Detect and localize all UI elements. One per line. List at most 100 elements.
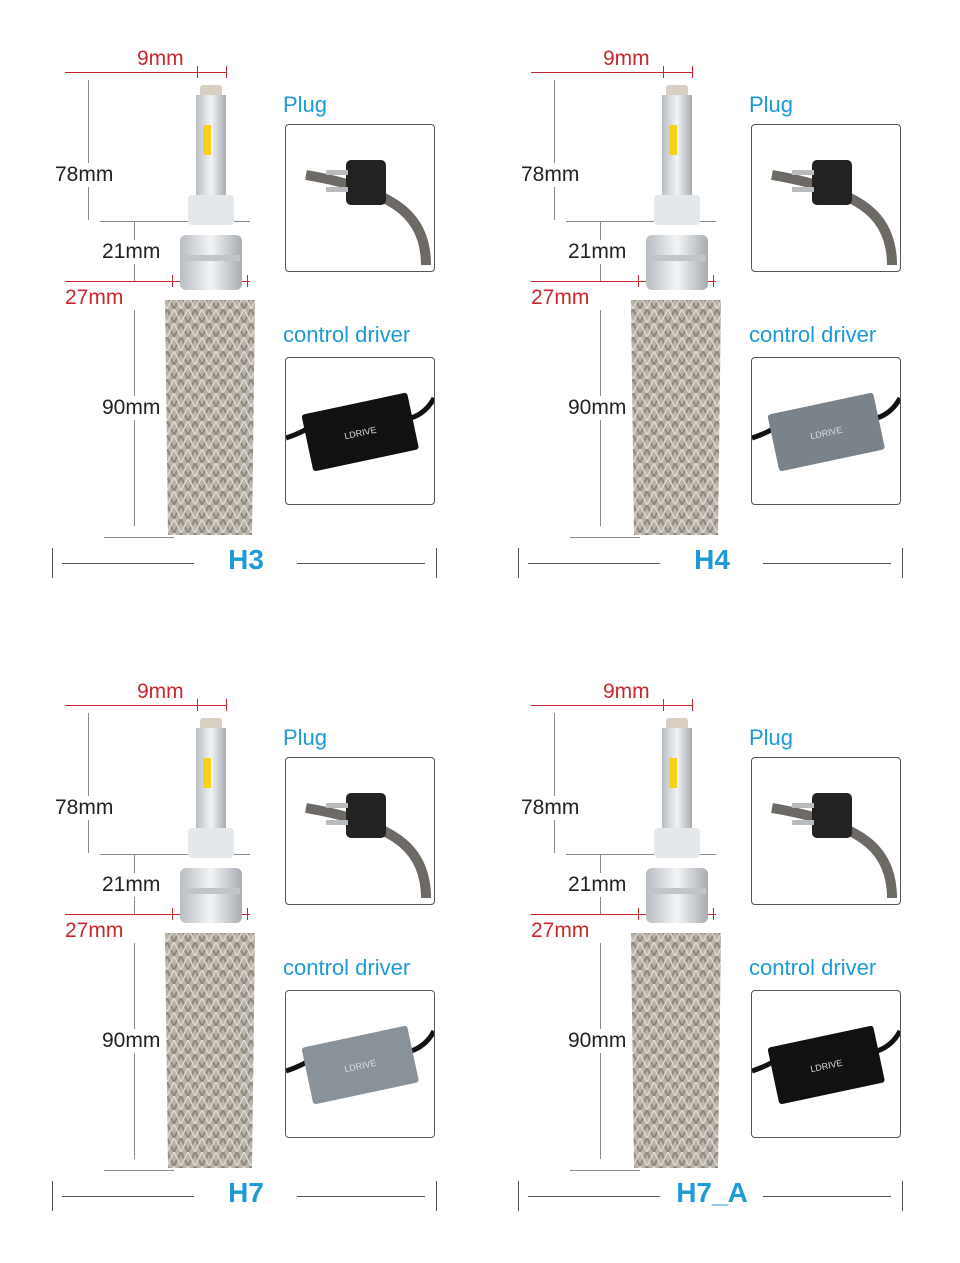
width-base-tick-left — [172, 275, 173, 287]
width-top-tick-left — [663, 699, 664, 711]
width-base-tick-right — [713, 908, 714, 920]
driver-image-box: LDRIVE — [285, 357, 435, 505]
name-line-right — [763, 563, 891, 564]
width-base-label: 27mm — [65, 919, 124, 942]
width-base-tick-left — [638, 275, 639, 287]
height-top-label: 78mm — [521, 163, 580, 187]
height-top-label: 78mm — [55, 796, 114, 820]
bulb-type-name: H7 — [228, 1177, 264, 1208]
height-top-label: 78mm — [55, 163, 114, 187]
braid-bottom-line — [570, 537, 640, 538]
width-top-line — [531, 705, 693, 706]
width-base-label: 27mm — [531, 919, 590, 942]
control-driver-icon: LDRIVE — [286, 1025, 434, 1105]
height-top-guide — [554, 80, 555, 220]
height-top-label: 78mm — [521, 796, 580, 820]
plug-label: Plug — [283, 725, 328, 750]
width-top-tick-right — [226, 699, 227, 711]
height-top-guide — [88, 80, 89, 220]
collar-top-line — [100, 221, 250, 222]
led-bulb-image — [165, 85, 255, 535]
width-base-line — [531, 914, 716, 915]
width-top-tick-left — [197, 66, 198, 78]
width-base-label: 27mm — [531, 286, 590, 309]
name-line-left — [62, 563, 194, 564]
width-base-line — [65, 914, 250, 915]
plug-image-box — [285, 124, 435, 272]
left-bracket — [52, 1181, 53, 1211]
panel-h7-a: 9mm 78mm 21mm 27mm 90mm — [466, 633, 946, 1233]
plug-label: Plug — [283, 92, 328, 117]
right-bracket — [436, 1181, 437, 1211]
panel-h7: 9mm 78mm 21mm 27mm 90mm — [0, 633, 480, 1233]
width-top-tick-right — [692, 699, 693, 711]
name-line-right — [297, 563, 425, 564]
led-bulb-image — [165, 718, 255, 1168]
collar-top-line — [566, 221, 716, 222]
name-line-left — [62, 1196, 194, 1197]
name-line-left — [528, 563, 660, 564]
width-base-tick-right — [247, 275, 248, 287]
width-top-label: 9mm — [603, 680, 650, 703]
panel-h4: 9mm 78mm 21mm 27mm 90mm — [466, 0, 946, 600]
plug-icon — [771, 160, 897, 266]
plug-image-box — [751, 757, 901, 905]
width-base-tick-right — [247, 908, 248, 920]
width-base-tick-right — [713, 275, 714, 287]
control-driver-icon: LDRIVE — [286, 392, 434, 472]
collar-label: 21mm — [568, 873, 627, 897]
bulb-type-name: H3 — [228, 544, 264, 575]
plug-icon — [305, 793, 431, 899]
braid-label: 90mm — [102, 396, 161, 420]
left-bracket — [518, 548, 519, 578]
width-top-line — [65, 72, 227, 73]
width-base-tick-left — [172, 908, 173, 920]
plug-image-box — [285, 757, 435, 905]
plug-icon — [771, 793, 897, 899]
plug-icon — [305, 160, 431, 266]
driver-image-box: LDRIVE — [751, 990, 901, 1138]
left-bracket — [518, 1181, 519, 1211]
braid-bottom-line — [104, 1170, 174, 1171]
right-bracket — [902, 1181, 903, 1211]
name-line-left — [528, 1196, 660, 1197]
driver-label: control driver — [749, 322, 877, 347]
driver-label: control driver — [749, 955, 877, 980]
width-top-line — [531, 72, 693, 73]
name-line-right — [763, 1196, 891, 1197]
width-top-tick-left — [197, 699, 198, 711]
bulb-type-name: H4 — [694, 544, 730, 575]
driver-image-box: LDRIVE — [285, 990, 435, 1138]
control-driver-icon: LDRIVE — [752, 392, 900, 472]
width-top-tick-right — [226, 66, 227, 78]
width-top-tick-right — [692, 66, 693, 78]
braid-label: 90mm — [568, 1029, 627, 1053]
collar-label: 21mm — [102, 240, 161, 264]
width-top-label: 9mm — [137, 47, 184, 70]
width-base-tick-left — [638, 908, 639, 920]
width-top-label: 9mm — [603, 47, 650, 70]
width-base-line — [531, 281, 716, 282]
height-top-guide — [88, 713, 89, 853]
panel-h3: 9mm 78mm 21mm 27mm 90mm — [0, 0, 480, 600]
width-top-line — [65, 705, 227, 706]
braid-bottom-line — [570, 1170, 640, 1171]
led-bulb-image — [631, 718, 721, 1168]
width-base-line — [65, 281, 250, 282]
width-top-label: 9mm — [137, 680, 184, 703]
collar-top-line — [566, 854, 716, 855]
braid-label: 90mm — [102, 1029, 161, 1053]
height-top-guide — [554, 713, 555, 853]
driver-label: control driver — [283, 955, 411, 980]
collar-top-line — [100, 854, 250, 855]
driver-label: control driver — [283, 322, 411, 347]
width-base-label: 27mm — [65, 286, 124, 309]
plug-label: Plug — [749, 92, 794, 117]
right-bracket — [902, 548, 903, 578]
braid-bottom-line — [104, 537, 174, 538]
collar-label: 21mm — [102, 873, 161, 897]
plug-image-box — [751, 124, 901, 272]
plug-label: Plug — [749, 725, 794, 750]
right-bracket — [436, 548, 437, 578]
bulb-type-name: H7_A — [676, 1177, 748, 1208]
